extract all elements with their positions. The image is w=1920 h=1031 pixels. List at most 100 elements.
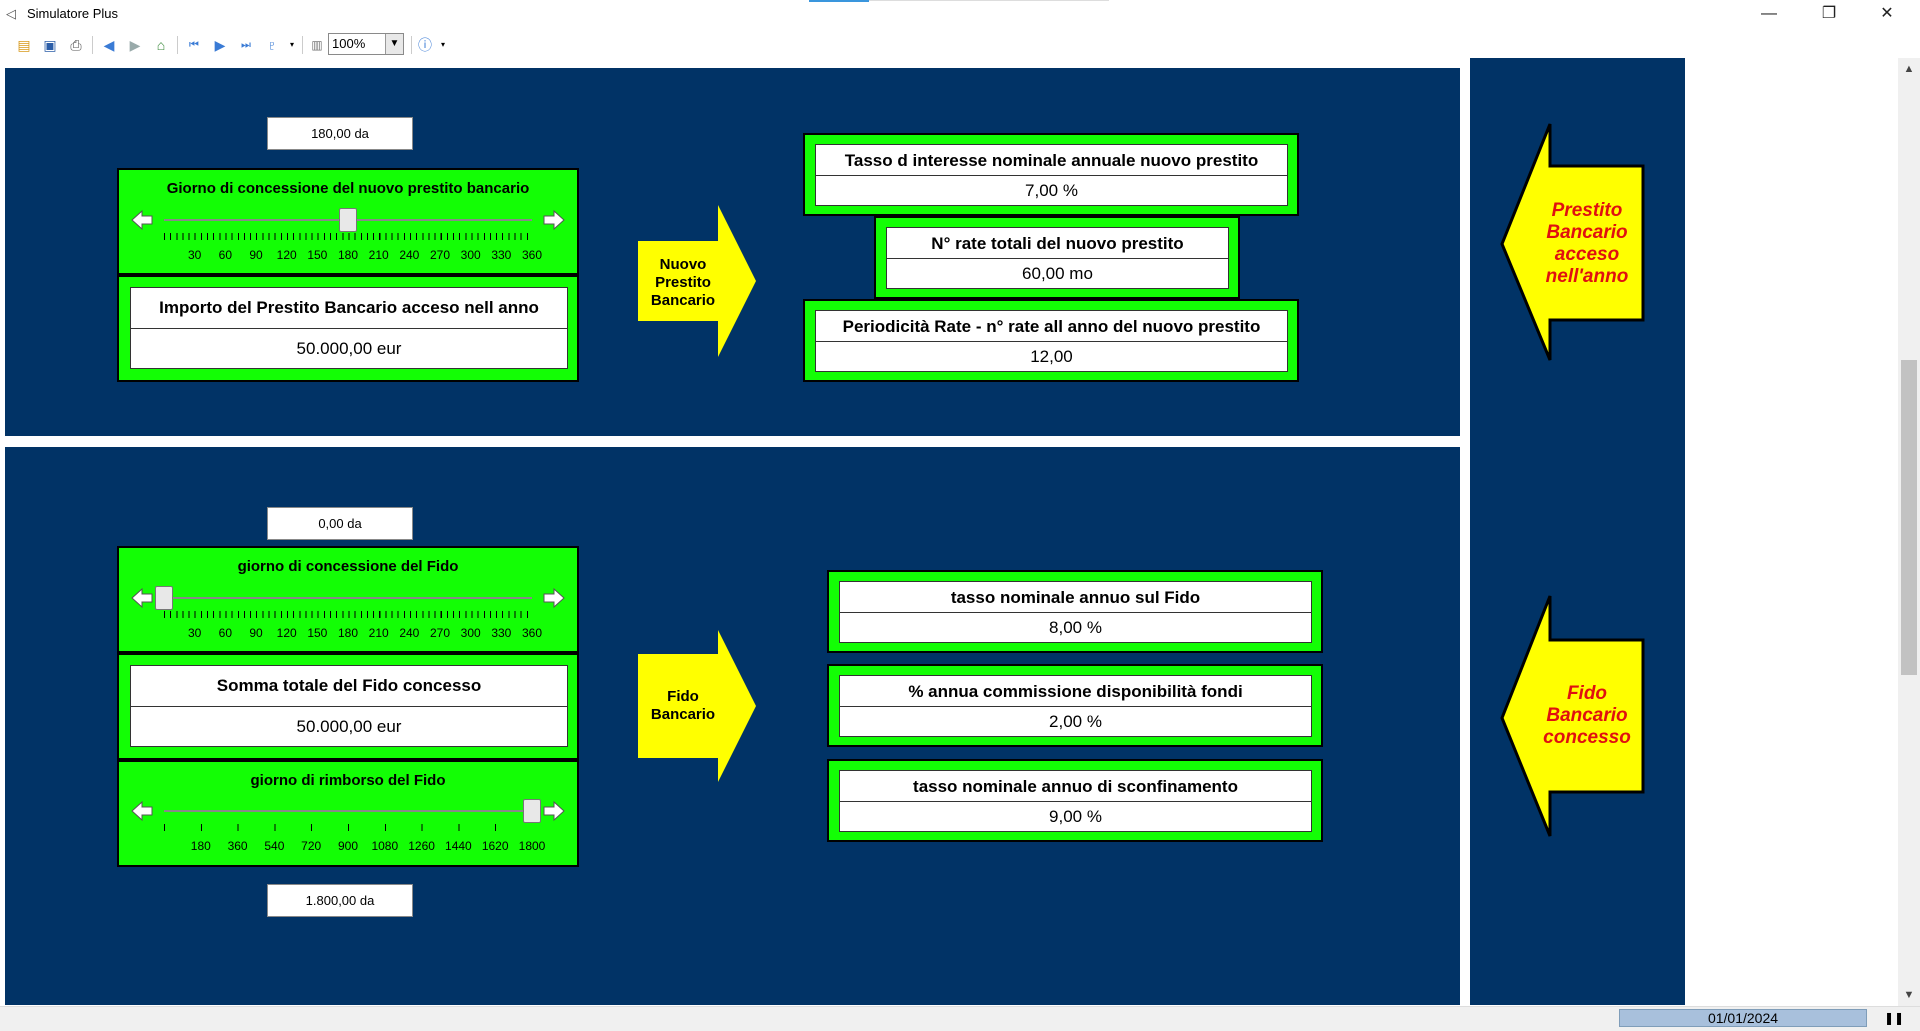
fido-slider-box	[117, 546, 579, 653]
tick-label: 30	[187, 626, 202, 640]
tick-label: 720	[301, 839, 322, 853]
tick-label: 180	[337, 626, 359, 640]
toolbar-separator	[302, 36, 303, 54]
fido-day-display: 0,00 da	[267, 507, 413, 540]
tick-label: 270	[429, 248, 451, 262]
status-date: 01/01/2024	[1619, 1009, 1867, 1027]
fido-rate-label: tasso nominale annuo sul Fido	[839, 581, 1312, 613]
info-dropdown-icon[interactable]: ▾	[440, 40, 445, 49]
tick-label: 120	[276, 248, 297, 262]
scrollbar-thumb[interactable]	[1901, 360, 1917, 675]
tick-label: 1800	[518, 839, 546, 853]
prestito-periodicity-value[interactable]: 12,00	[815, 341, 1288, 372]
tick-label: 330	[491, 248, 512, 262]
stamp-dropdown-icon[interactable]: ▾	[289, 40, 294, 49]
toolbar-separator	[411, 36, 412, 54]
prestito-arrow-text: Nuovo Prestito Bancario	[650, 256, 716, 309]
tick-label: 240	[399, 626, 420, 640]
tick-label: 1080	[371, 839, 399, 853]
prestito-installments-value[interactable]: 60,00 mo	[886, 258, 1229, 289]
fido-commission-label: % annua commissione disponibilità fondi	[839, 675, 1312, 707]
slider-right-arrow-icon[interactable]	[542, 208, 566, 232]
tick-label: 360	[227, 839, 248, 853]
open-folder-icon[interactable]: ▤	[17, 37, 31, 53]
prestito-arrow	[638, 205, 756, 357]
info-icon[interactable]: ⓘ	[418, 37, 432, 53]
tick-label: 330	[491, 626, 512, 640]
tick-label: 180	[337, 248, 359, 262]
restore-button[interactable]: ❐	[1821, 5, 1837, 22]
tick-label: 150	[307, 248, 328, 262]
prestito-slider-ticks	[164, 233, 532, 240]
status-bar	[0, 1006, 1920, 1031]
tick-label: 540	[264, 839, 285, 853]
play-icon[interactable]: ▶	[214, 37, 226, 53]
fido-slider-thumb[interactable]	[155, 586, 173, 610]
close-button[interactable]: ✕	[1880, 5, 1894, 22]
title-bar	[0, 0, 1920, 30]
slider-left-arrow-icon[interactable]	[130, 799, 154, 823]
prestito-periodicity-label: Periodicità Rate - n° rate all anno del …	[815, 310, 1288, 342]
tick-label: 180	[190, 839, 211, 853]
tick-label: 1260	[408, 839, 435, 853]
prestito-side-arrow	[1500, 123, 1645, 361]
prestito-amount-value[interactable]: 50.000,00 eur	[130, 328, 568, 369]
slider-right-arrow-icon[interactable]	[542, 799, 566, 823]
prestito-slider-title: Giorno di concessione del nuovo prestito…	[166, 180, 530, 197]
scroll-up-icon[interactable]: ▲	[1903, 63, 1915, 75]
fido-rate-value[interactable]: 8,00 %	[839, 612, 1312, 643]
slider-left-arrow-icon[interactable]	[130, 586, 154, 610]
pause-icon[interactable]: ❚❚	[1884, 1011, 1905, 1025]
toolbar	[0, 30, 1920, 60]
scroll-down-icon[interactable]: ▼	[1903, 989, 1915, 1001]
page-setup-icon[interactable]: ▥	[311, 38, 323, 52]
fido-repay-ticks	[164, 824, 532, 831]
fido-amount-label: Somma totale del Fido concesso	[130, 665, 568, 707]
last-page-icon[interactable]: ⏭	[241, 39, 251, 51]
fido-overdraft-value[interactable]: 9,00 %	[839, 801, 1312, 832]
fido-repay-title: giorno di rimborso del Fido	[250, 772, 446, 789]
fido-repay-display: 1.800,00 da	[267, 884, 413, 917]
print-icon[interactable]: ⎙	[70, 37, 82, 53]
save-icon[interactable]: ▣	[43, 37, 57, 53]
slider-right-arrow-icon[interactable]	[542, 586, 566, 610]
tick-label: 60	[218, 626, 232, 640]
tick-label: 360	[521, 626, 543, 640]
fido-overdraft-label: tasso nominale annuo di sconfinamento	[839, 770, 1312, 802]
fido-arrow-text: Fido Bancario	[650, 688, 716, 723]
prestito-slider-thumb[interactable]	[339, 208, 357, 232]
tick-label: 270	[429, 626, 451, 640]
first-page-icon[interactable]: ⏮	[189, 39, 199, 51]
back-icon[interactable]: ◀	[103, 37, 115, 53]
title-accent	[809, 0, 869, 2]
prestito-rate-value[interactable]: 7,00 %	[815, 175, 1288, 206]
stamp-icon[interactable]: ♇	[266, 37, 278, 53]
fido-arrow	[638, 630, 756, 782]
minimize-button[interactable]: —	[1761, 5, 1777, 22]
fido-side-arrow	[1500, 595, 1645, 837]
toolbar-separator	[92, 36, 93, 54]
tick-label: 360	[521, 248, 543, 262]
fido-commission-value[interactable]: 2,00 %	[839, 706, 1312, 737]
tick-label: 120	[276, 626, 297, 640]
tick-label: 300	[460, 248, 481, 262]
fido-slider-title: giorno di concessione del Fido	[237, 558, 459, 575]
tick-label: 30	[187, 248, 202, 262]
tick-label: 300	[460, 626, 481, 640]
fido-repay-thumb[interactable]	[523, 799, 541, 823]
tick-label: 150	[307, 626, 328, 640]
forward-icon[interactable]: ▶	[129, 37, 141, 53]
fido-slider-track[interactable]	[164, 597, 532, 599]
tick-label: 60	[218, 248, 232, 262]
home-icon[interactable]: ⌂	[156, 37, 166, 53]
tick-label: 1440	[445, 839, 472, 853]
tick-label: 90	[249, 248, 263, 262]
slider-left-arrow-icon[interactable]	[130, 208, 154, 232]
tick-label: 240	[399, 248, 420, 262]
fido-amount-value[interactable]: 50.000,00 eur	[130, 706, 568, 747]
chevron-down-icon[interactable]: ▼	[385, 34, 403, 54]
tick-label: 1620	[481, 839, 509, 853]
fido-repay-track[interactable]	[164, 810, 532, 812]
fido-side-label: Fido Bancario concesso	[1543, 683, 1631, 748]
toolbar-separator	[177, 36, 178, 54]
